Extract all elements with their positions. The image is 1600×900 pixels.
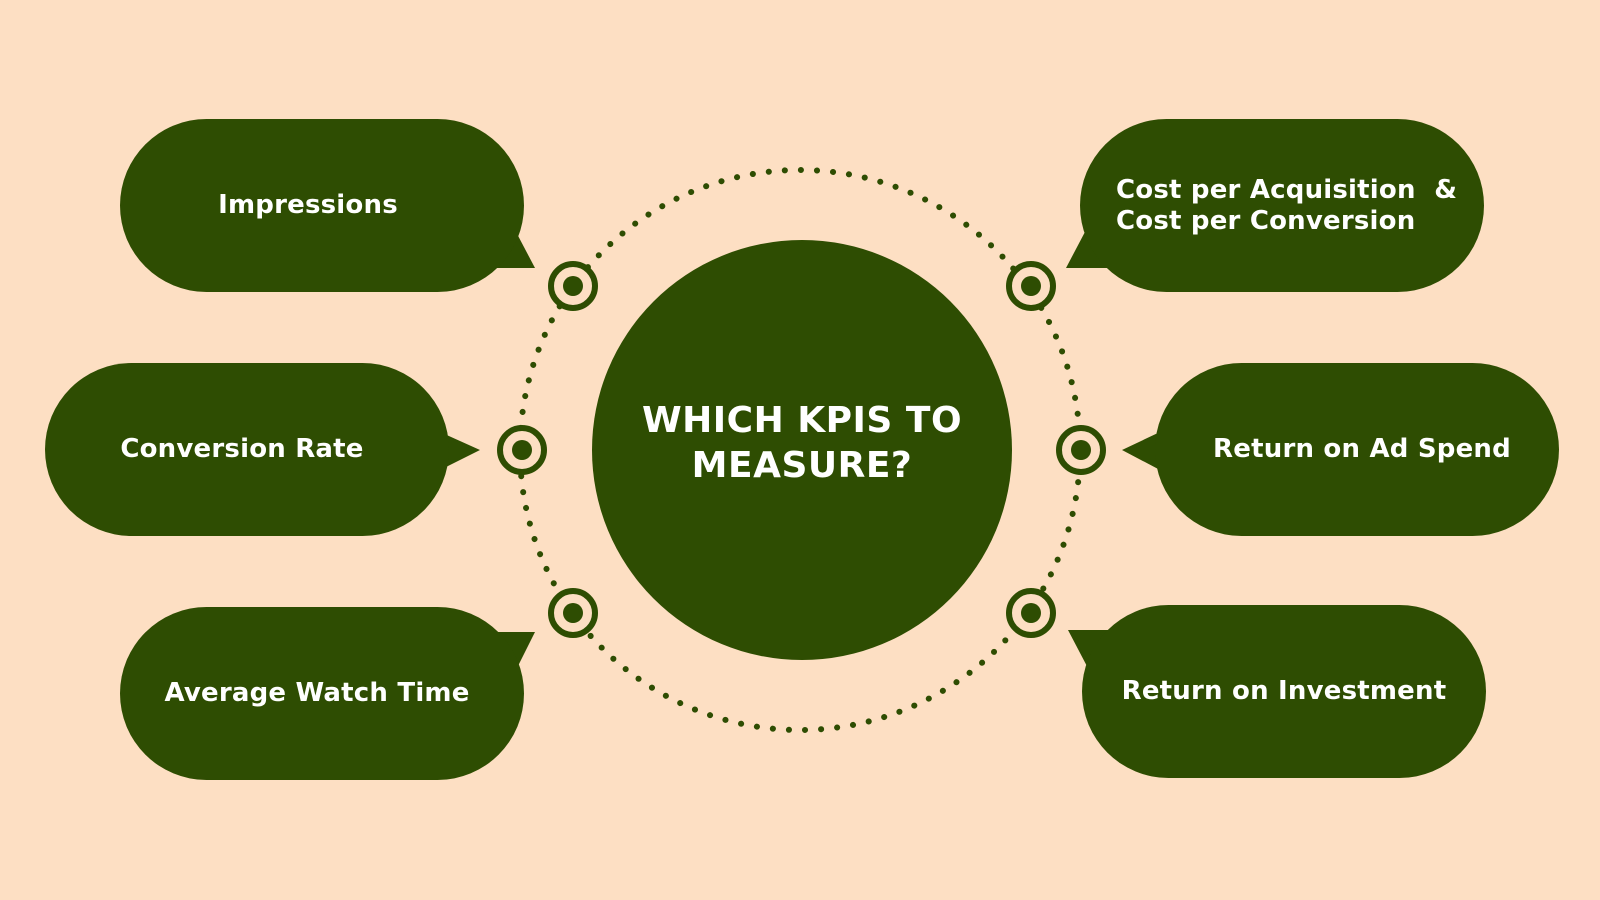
average-watch-time-bubble: [120, 607, 524, 780]
kpi-return-on-investment: Return on Investment: [1082, 605, 1486, 778]
marker-middle-left: [497, 425, 547, 475]
return-on-investment-bubble: [1082, 605, 1486, 778]
kpi-return-on-ad-spend: Return on Ad Spend: [1165, 363, 1559, 536]
kpi-conversion-rate: Conversion Rate: [45, 363, 439, 536]
cost-bubble: [1080, 119, 1484, 292]
kpi-cost-line-1: Cost per Acquisition &: [1116, 174, 1458, 205]
center-title-line-2: MEASURE?: [691, 445, 913, 486]
kpi-impressions: Impressions: [120, 119, 496, 292]
kpi-cost-line-2: Cost per Conversion: [1116, 205, 1416, 236]
kpi-average-watch-time-label: Average Watch Time: [164, 678, 470, 708]
marker-bottom-left: [548, 588, 598, 638]
marker-bottom-right: [1006, 588, 1056, 638]
return-on-ad-spend-bubble-tail: [1122, 432, 1160, 470]
marker-top-right: [1006, 261, 1056, 311]
conversion-rate-bubble: [45, 363, 449, 536]
center-title: WHICH KPIS TO MEASURE?: [612, 398, 992, 488]
kpi-return-on-investment-label: Return on Investment: [1121, 676, 1447, 706]
kpi-impressions-label: Impressions: [218, 190, 398, 220]
center-circle: [592, 240, 1012, 660]
impressions-bubble: [120, 119, 524, 292]
conversion-rate-bubble-tail: [440, 432, 480, 470]
kpi-cost-per-acquisition-conversion: Cost per Acquisition & Cost per Conversi…: [1116, 119, 1476, 292]
center-title-line-1: WHICH KPIS TO: [641, 400, 963, 441]
kpi-return-on-ad-spend-label: Return on Ad Spend: [1213, 434, 1511, 464]
return-on-ad-spend-bubble: [1155, 363, 1559, 536]
marker-middle-right: [1056, 425, 1106, 475]
kpi-conversion-rate-label: Conversion Rate: [120, 434, 364, 464]
kpi-average-watch-time: Average Watch Time: [120, 607, 514, 780]
marker-top-left: [548, 261, 598, 311]
